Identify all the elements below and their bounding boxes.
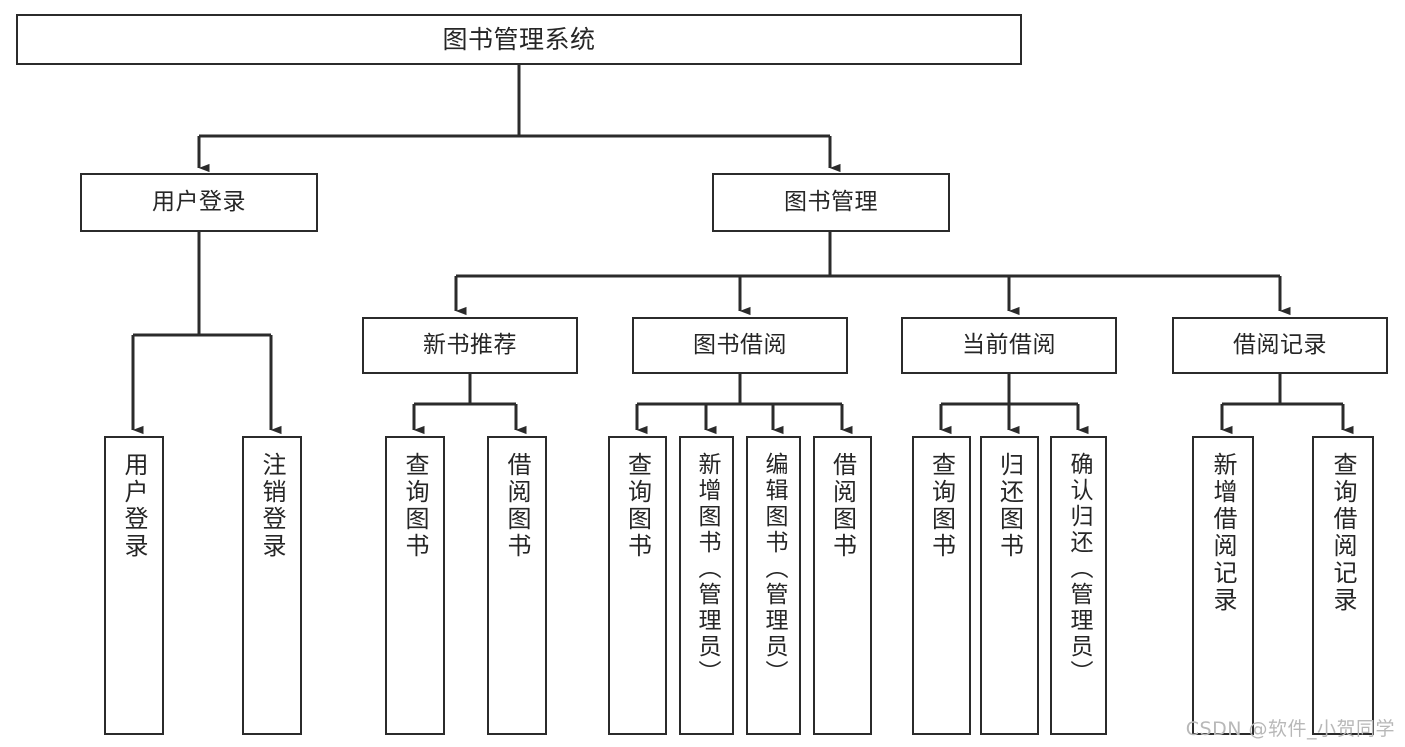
leaf-query-borrow-record[interactable]: 查询借阅记录 [1312,436,1374,735]
node-label: 图书管理系统 [442,24,596,54]
node-borrow-records[interactable]: 借阅记录 [1172,317,1388,374]
node-label: 查询图书 [401,452,429,560]
node-book-management[interactable]: 图书管理 [712,173,950,232]
leaf-add-book-admin[interactable]: 新增图书（管理员） [679,436,734,735]
leaf-borrow-book-recommend[interactable]: 借阅图书 [487,436,547,735]
leaf-confirm-return-admin[interactable]: 确认归还（管理员） [1050,436,1107,735]
leaf-edit-book-admin[interactable]: 编辑图书（管理员） [746,436,801,735]
node-label: 查询借阅记录 [1329,452,1357,614]
leaf-logout[interactable]: 注销登录 [242,436,302,735]
node-label: 图书借阅 [693,331,787,358]
node-label: 编辑图书（管理员） [761,452,787,686]
node-new-book-recommend[interactable]: 新书推荐 [362,317,578,374]
leaf-query-book-current[interactable]: 查询图书 [912,436,971,735]
node-label: 查询图书 [623,452,652,560]
node-label: 用户登录 [152,188,246,215]
leaf-add-borrow-record[interactable]: 新增借阅记录 [1192,436,1254,735]
node-label: 归还图书 [995,452,1024,560]
leaf-user-login[interactable]: 用户登录 [104,436,164,735]
node-current-borrow[interactable]: 当前借阅 [901,317,1117,374]
leaf-return-book[interactable]: 归还图书 [980,436,1039,735]
node-label: 注销登录 [258,452,286,560]
node-book-borrow[interactable]: 图书借阅 [632,317,848,374]
leaf-query-book-borrow[interactable]: 查询图书 [608,436,667,735]
node-label: 借阅记录 [1233,331,1327,358]
node-label: 新增图书（管理员） [694,452,720,686]
node-label: 图书管理 [784,188,878,215]
node-label: 借阅图书 [503,452,531,560]
node-label: 借阅图书 [828,452,857,560]
node-label: 当前借阅 [962,331,1056,358]
node-label: 用户登录 [120,452,148,560]
leaf-query-book-recommend[interactable]: 查询图书 [385,436,445,735]
node-root-system[interactable]: 图书管理系统 [16,14,1022,65]
node-user-login[interactable]: 用户登录 [80,173,318,232]
leaf-borrow-book[interactable]: 借阅图书 [813,436,872,735]
node-label: 查询图书 [927,452,956,560]
node-label: 新书推荐 [423,331,517,358]
node-label: 确认归还（管理员） [1066,452,1092,686]
node-label: 新增借阅记录 [1209,452,1237,614]
